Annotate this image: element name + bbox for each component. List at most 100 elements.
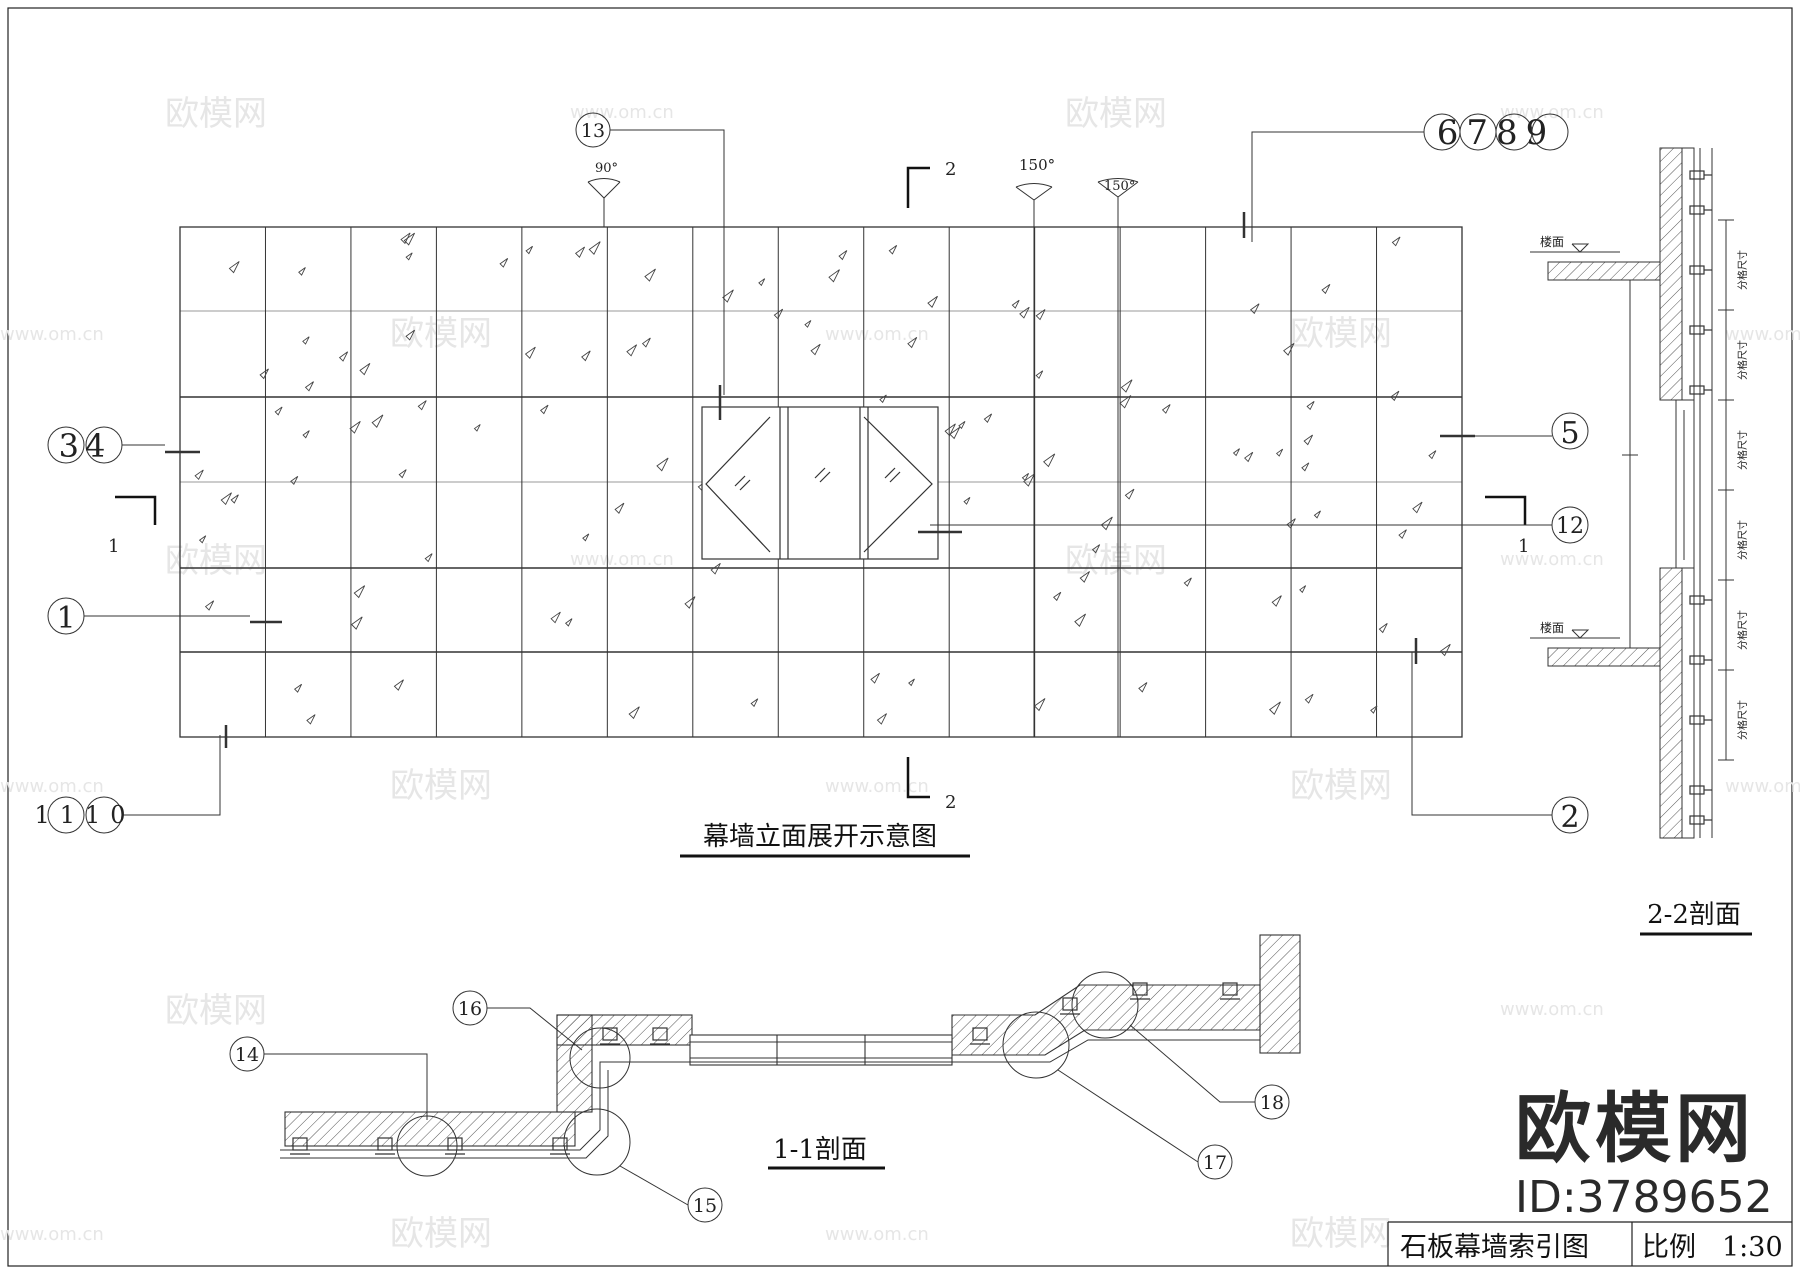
callout-number: 13 [581, 120, 605, 142]
stone-texture-mark [1321, 283, 1331, 295]
stone-texture-mark [958, 421, 966, 430]
stone-texture-mark [228, 261, 240, 274]
stone-texture-mark [588, 241, 601, 255]
floor-label: 楼面 [1540, 234, 1564, 249]
angle-marker-150: 150° [1097, 178, 1139, 737]
section-mark-2-bottom: 2 [906, 757, 956, 813]
stone-texture-mark [1412, 501, 1423, 514]
stone-texture-mark [302, 430, 310, 439]
stone-texture-mark [393, 679, 404, 691]
watermark-url: www.om.cn [1500, 999, 1604, 1020]
stone-texture-mark [230, 494, 239, 504]
stone-texture-mark [582, 533, 590, 542]
stone-texture-mark [804, 320, 812, 328]
stone-texture-mark [1390, 390, 1400, 402]
stone-texture-mark [1119, 395, 1132, 409]
watermark-brand: 欧模网 [1065, 94, 1167, 134]
stone-texture-mark [1100, 516, 1113, 531]
watermark-brand: 欧模网 [1065, 541, 1167, 581]
callout-12: 12 [918, 506, 1589, 544]
wall-section-lower [1659, 567, 1683, 839]
stone-texture-mark [581, 350, 591, 362]
stone-texture-mark [1232, 448, 1240, 457]
stone-texture-mark [1271, 595, 1282, 607]
stone-cladding [1675, 147, 1713, 839]
stone-texture-mark [1306, 401, 1315, 411]
stone-texture-mark [1250, 303, 1260, 315]
scale-label: 比例 [1642, 1232, 1696, 1263]
stone-texture-mark [304, 381, 314, 392]
stone-texture-marks [194, 232, 1451, 725]
stone-texture-mark [1124, 488, 1135, 500]
anchor-bracket [552, 1137, 568, 1151]
stone-texture-mark [259, 368, 269, 380]
callout-14: 14 [229, 1036, 458, 1177]
angle-marker-90: 90° [587, 161, 621, 227]
stone-texture-mark [1370, 705, 1378, 714]
glass-window [701, 406, 939, 560]
sheet-border [7, 7, 1793, 1267]
stone-texture-mark [403, 232, 416, 246]
stone-texture-mark [641, 337, 651, 348]
dimension-labels: 分格尺寸 分格尺寸 分格尺寸 分格尺寸 分格尺寸 分格尺寸 [1736, 250, 1749, 740]
anchor-clip [1689, 785, 1705, 795]
stone-texture-mark [1398, 529, 1407, 540]
anchor-clip [1689, 655, 1705, 665]
stone-texture-mark [1120, 379, 1133, 393]
stone-texture-mark [1023, 473, 1035, 487]
watermark-url: www.om.cn [570, 102, 674, 123]
stone-texture-mark [1035, 370, 1044, 380]
dimension-chain [1718, 219, 1734, 761]
callout-number: 14 [235, 1044, 259, 1066]
anchor-bracket [1132, 982, 1148, 996]
stone-texture-mark [963, 497, 971, 505]
section-mark-1-left: 1 [108, 495, 157, 557]
floor-slab-upper [1547, 261, 1661, 281]
anchor-clips [1689, 170, 1712, 825]
stone-texture-mark [1268, 701, 1281, 716]
section-stone-profile [284, 934, 1301, 1147]
stone-texture-mark [220, 492, 232, 506]
angle-label: 150° [1104, 179, 1135, 194]
angle-label: 90° [595, 161, 618, 176]
stone-texture-mark [644, 268, 656, 282]
callout-1: 1 [47, 597, 282, 636]
stone-texture-mark [838, 250, 848, 261]
stone-texture-mark [1283, 343, 1295, 356]
stone-texture-mark [908, 678, 915, 687]
stone-texture-mark [417, 400, 427, 411]
watermark-url: www.om.cn [0, 324, 104, 345]
callout-15: 15 [563, 1108, 723, 1223]
stone-texture-mark [302, 336, 310, 345]
stone-texture-mark [983, 413, 993, 423]
callout-number: 34 [59, 427, 112, 465]
section-2-2: 楼面 楼面 分格尺寸 分格尺寸 分格尺寸 分格尺寸 [1530, 147, 1752, 936]
stone-texture-mark [1299, 585, 1307, 594]
stone-texture-mark [722, 289, 734, 303]
watermark-url: www.om.cn [1500, 549, 1604, 570]
stone-texture-mark [350, 616, 363, 630]
anchor-clip [1689, 815, 1705, 825]
stone-texture-mark [353, 585, 366, 599]
stone-texture-mark [1079, 571, 1090, 583]
anchor-bracket [377, 1137, 393, 1151]
callout-number: 1 [56, 601, 75, 636]
callout-6789: 6789 [1242, 113, 1569, 242]
drawing-title: 石板幕墙索引图 [1400, 1232, 1589, 1263]
floor-label: 楼面 [1540, 620, 1564, 635]
stone-texture-mark [306, 714, 316, 725]
callout-2: 2 [1411, 638, 1589, 835]
anchor-clip [1689, 595, 1705, 605]
section-2-2-title: 2-2剖面 [1647, 900, 1741, 930]
section-mark-label: 1 [1518, 536, 1529, 557]
stone-texture-mark [298, 267, 306, 276]
stone-texture-mark [1286, 518, 1296, 529]
watermark-brand: 欧模网 [1290, 1214, 1392, 1254]
anchor-clip [1689, 170, 1705, 180]
stone-texture-mark [550, 611, 561, 624]
stone-texture-mark [1091, 544, 1101, 554]
callout-number: 2 [1560, 800, 1579, 835]
angle-marker-150: 150° [1015, 156, 1055, 737]
elevation-title: 幕墙立面展开示意图 [703, 822, 937, 852]
